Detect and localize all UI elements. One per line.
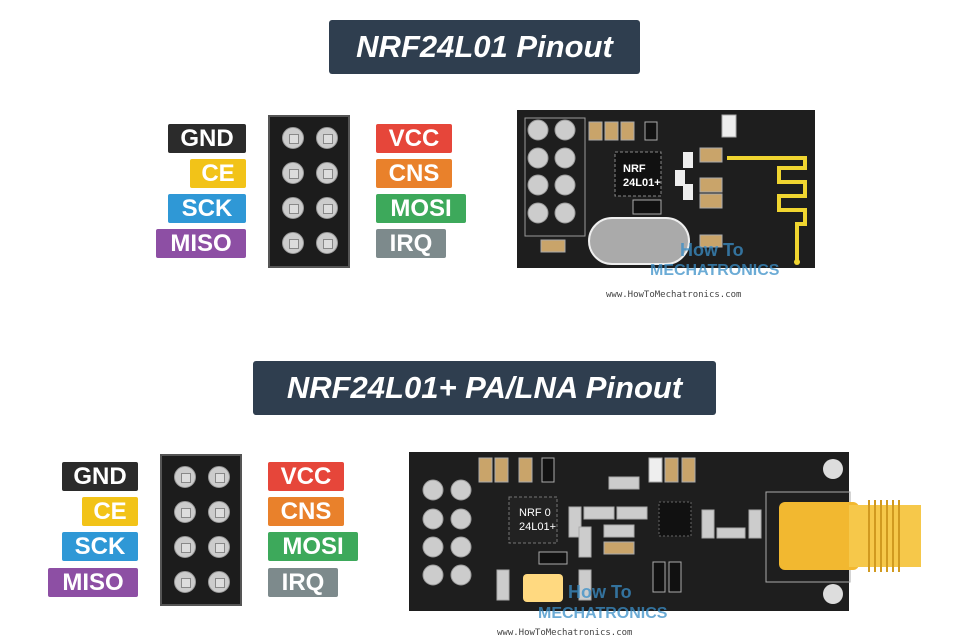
chip-label-line1: NRF — [623, 163, 646, 175]
pin-label-vcc: VCC — [376, 124, 452, 153]
pin-label-mosi: MOSI — [268, 532, 358, 561]
pin-label-miso: MISO — [156, 229, 246, 258]
chip-label-line2: 24L01+ — [519, 521, 557, 533]
watermark-howto: How To — [680, 240, 744, 260]
pin-label-miso: MISO — [48, 568, 138, 597]
title-nrf24l01-pa-lna: NRF24L01+ PA/LNA Pinout — [253, 361, 716, 415]
module-components — [524, 114, 807, 265]
pin-label-vcc: VCC — [268, 462, 344, 491]
chip-label-line1: NRF 0 — [519, 507, 551, 519]
pin-header — [268, 115, 350, 268]
nrf24l01-pa-lna-module: NRF 0 24L01+ — [409, 452, 921, 611]
pin-label-cns: CNS — [268, 497, 344, 526]
watermark-mechatronics: MECHATRONICS — [650, 262, 780, 279]
pin-label-irq: IRQ — [268, 568, 338, 597]
pin-label-cns: CNS — [376, 159, 452, 188]
pin-label-sck: SCK — [168, 194, 246, 223]
pin-label-gnd: GND — [62, 462, 138, 491]
watermark-mechatronics: MECHATRONICS — [538, 605, 668, 622]
watermark-url: www.HowToMechatronics.com — [606, 290, 742, 300]
module-components — [422, 457, 921, 604]
pin-label-irq: IRQ — [376, 229, 446, 258]
pin-label-mosi: MOSI — [376, 194, 466, 223]
title-nrf24l01: NRF24L01 Pinout — [329, 20, 640, 74]
watermark-url: www.HowToMechatronics.com — [497, 628, 633, 638]
pin-label-sck: SCK — [62, 532, 138, 561]
chip-label: NRF 24L01+ — [623, 162, 661, 190]
chip-label: NRF 0 24L01+ — [519, 506, 556, 534]
pin-label-ce: CE — [82, 497, 138, 526]
pin-header — [160, 454, 242, 606]
pin-label-ce: CE — [190, 159, 246, 188]
chip-label-line2: 24L01+ — [623, 177, 661, 189]
watermark-howto: How To — [568, 582, 632, 602]
pin-label-gnd: GND — [168, 124, 246, 153]
nrf24l01-module: NRF 24L01+ — [517, 110, 815, 268]
